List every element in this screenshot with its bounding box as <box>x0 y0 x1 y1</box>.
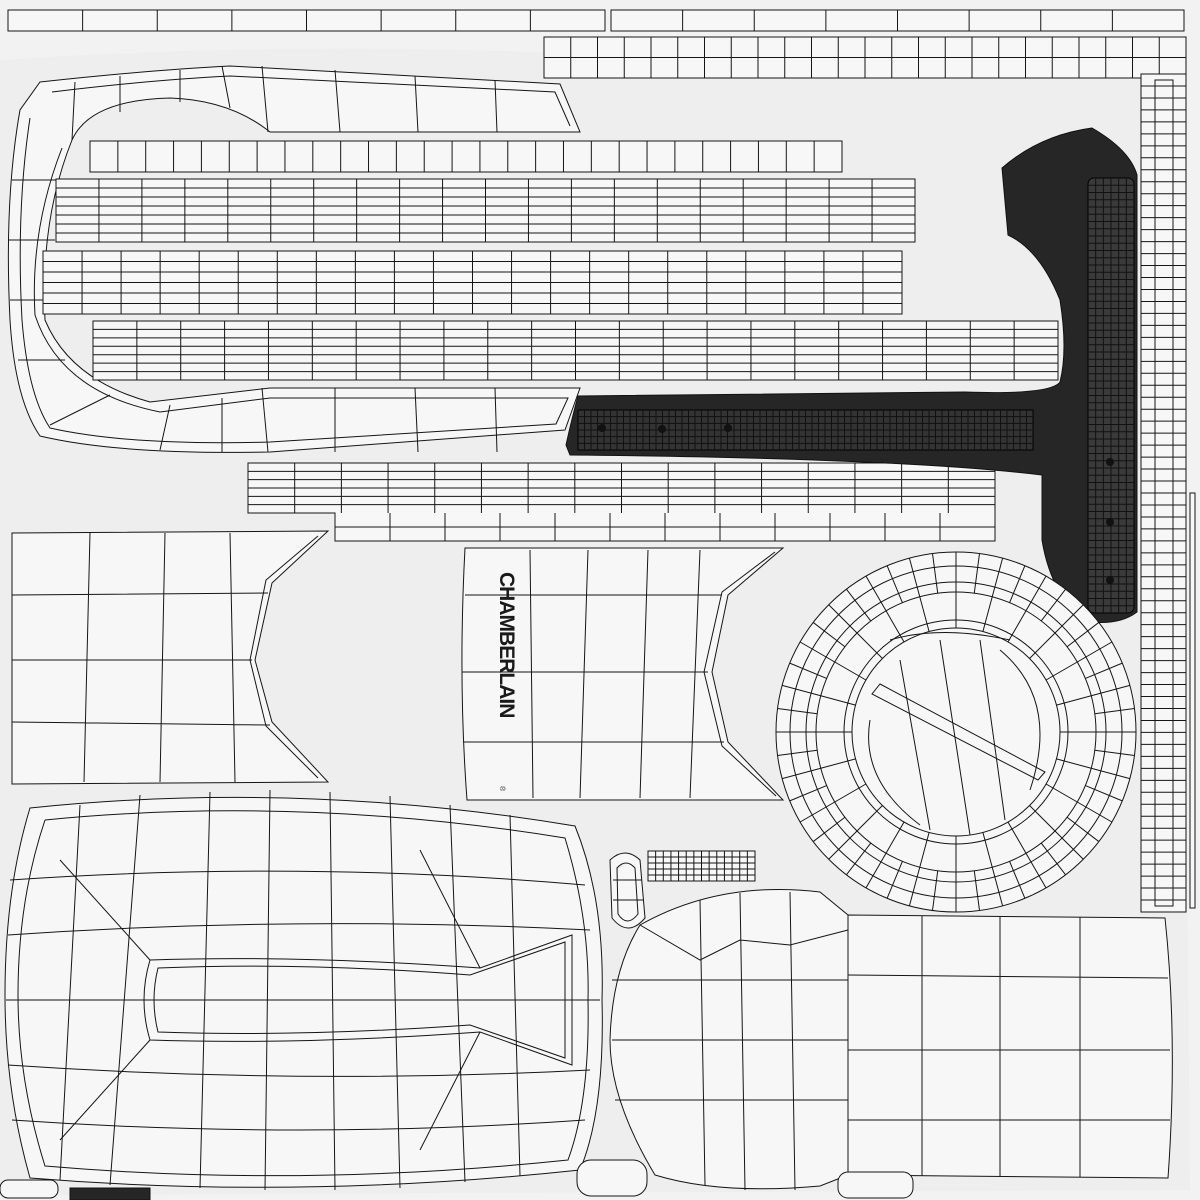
side-face-panel <box>847 914 1173 1179</box>
bar-1 <box>89 140 843 173</box>
circular-dial <box>775 551 1137 913</box>
bar-4 <box>92 320 1059 381</box>
bar-2 <box>55 178 916 243</box>
dark-t-bracket <box>565 127 1138 623</box>
bar-3 <box>42 250 903 315</box>
small-pill-part <box>609 852 646 929</box>
right-edge-sliver <box>1189 492 1196 909</box>
bottom-small-pills <box>0 1159 914 1200</box>
curved-frame-panel <box>7 65 581 453</box>
logo-shield-panel: CHAMBERLAIN ® <box>461 547 785 801</box>
brand-logo: CHAMBERLAIN <box>495 572 518 717</box>
top-strip-left <box>7 9 606 32</box>
screw-holes <box>598 424 1114 584</box>
registered-mark: ® <box>498 786 506 792</box>
small-grid-part <box>647 850 756 882</box>
housing-top-panel <box>4 789 603 1191</box>
second-strip <box>543 36 1187 79</box>
right-vertical-strip <box>1140 73 1187 913</box>
bar-5 <box>247 462 996 542</box>
top-strip-right <box>610 9 1185 32</box>
front-face-panel <box>609 888 849 1191</box>
left-shield-panel <box>11 530 330 785</box>
